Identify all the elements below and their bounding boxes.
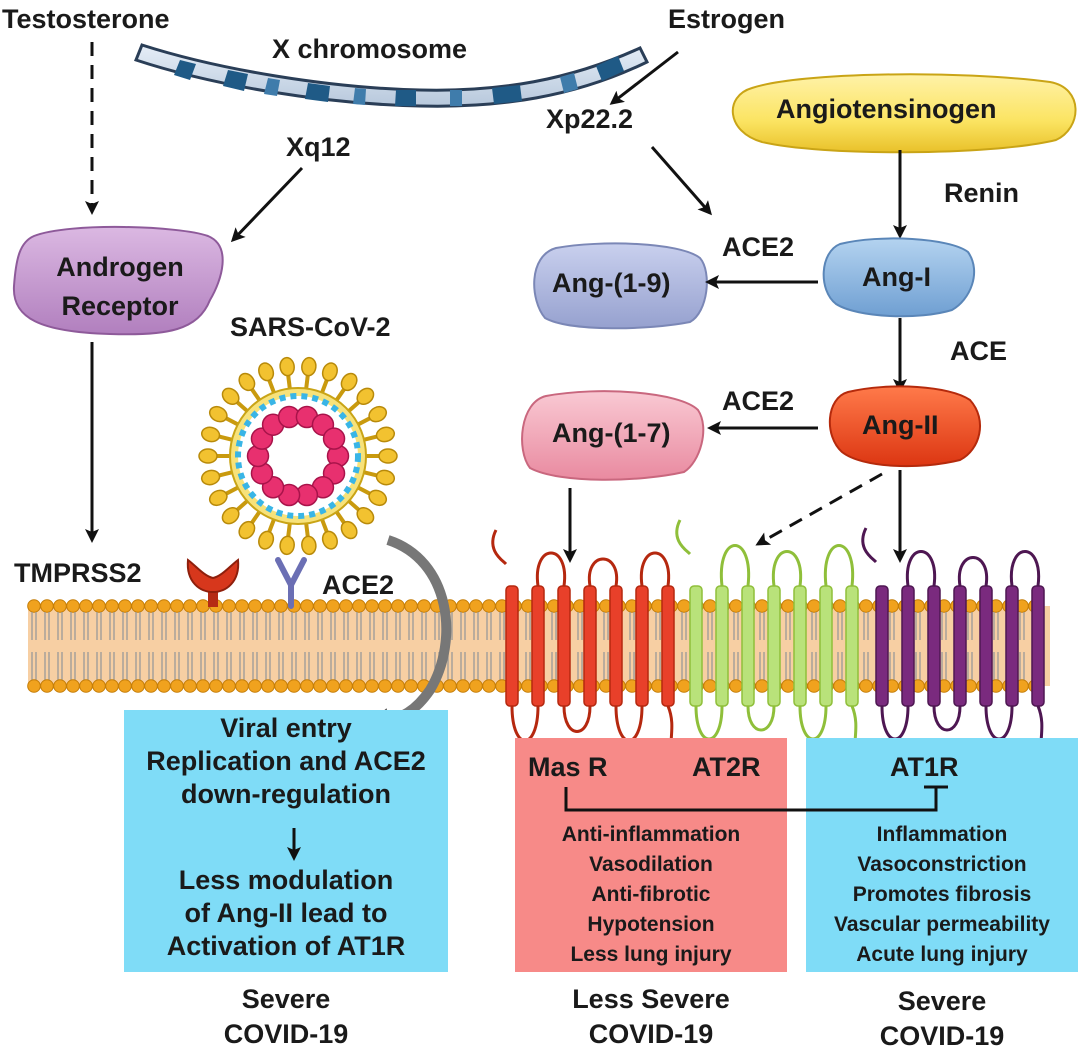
estrogen-label: Estrogen — [668, 4, 786, 34]
arrow-angii-at2r — [755, 472, 883, 546]
ang-ii-modulation-text: Less modulation of Ang-II lead to Activa… — [166, 865, 406, 961]
viral-entry-text: Viral entry Replication and ACE2 down-re… — [146, 713, 426, 809]
arrow-xp22-ace2 — [650, 146, 712, 216]
ang-ii-label: Ang-II — [862, 410, 939, 440]
arrow-xq12-androgen — [230, 166, 304, 243]
protective-effects-box — [515, 738, 787, 972]
ang-1-9-label: Ang-(1-9) — [552, 268, 671, 298]
testosterone-label: Testosterone — [2, 4, 170, 34]
viral-entry-box — [124, 710, 448, 972]
androgen-receptor-label: Androgen Receptor — [56, 252, 184, 322]
ang-i-blob — [822, 237, 976, 318]
x-chromosome-icon — [134, 43, 650, 108]
ang-1-7-label: Ang-(1-7) — [552, 418, 671, 448]
at2-receptor-icon — [675, 519, 862, 771]
sars-cov-2-virus-icon — [198, 356, 398, 556]
at1-receptor-icon — [861, 527, 1048, 771]
mas-r-label: Mas R — [528, 752, 608, 782]
ace-label: ACE — [950, 336, 1008, 366]
mas-receptor-icon — [491, 529, 678, 771]
ang-i-label: Ang-I — [862, 262, 931, 292]
x-chromosome-label: X chromosome — [272, 34, 468, 64]
protective-effects-list: Anti-inflammation Vasodilation Anti-fibr… — [561, 823, 741, 966]
outcome-middle: Less Severe COVID-19 — [572, 984, 730, 1050]
ace2-membrane-label: ACE2 — [322, 570, 395, 600]
ace2-receptor-icon — [275, 557, 307, 609]
outcome-right: Severe COVID-19 — [879, 986, 1005, 1052]
outcome-left: Severe COVID-19 — [223, 984, 349, 1050]
arrow-estrogen-xp22 — [609, 50, 679, 105]
ace2-label-top: ACE2 — [722, 232, 795, 262]
ace2-label-mid: ACE2 — [722, 386, 795, 416]
sars-cov-2-label: SARS-CoV-2 — [230, 312, 391, 342]
ang-1-9-blob — [533, 242, 708, 330]
xq12-label: Xq12 — [286, 132, 351, 162]
androgen-receptor-blob — [12, 225, 224, 336]
angiotensinogen-blob — [731, 73, 1077, 154]
tmprss2-label: TMPRSS2 — [14, 558, 142, 588]
ang-1-7-blob — [521, 390, 705, 481]
at1r-label: AT1R — [890, 752, 959, 782]
ang-ii-blob — [828, 385, 981, 468]
at2r-label: AT2R — [692, 752, 761, 782]
masr-at1r-inhibition-line — [564, 785, 948, 812]
harmful-effects-box — [806, 738, 1078, 972]
harmful-effects-list: Inflammation Vasoconstriction Promotes f… — [834, 823, 1050, 966]
xp22-label: Xp22.2 — [546, 104, 634, 134]
angiotensinogen-label: Angiotensinogen — [776, 94, 997, 124]
renin-label: Renin — [944, 178, 1020, 208]
tmprss2-receptor-icon — [186, 558, 240, 607]
